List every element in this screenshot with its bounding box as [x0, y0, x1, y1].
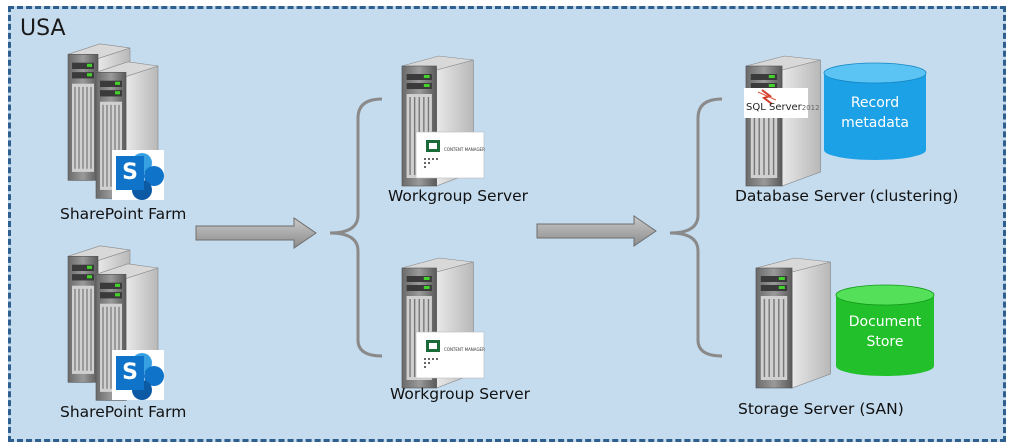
server-tower-icon [755, 257, 832, 389]
document-store-line1: Document [848, 314, 922, 330]
record-metadata-line1: Record [850, 95, 900, 111]
sharepoint-badge: S [122, 160, 138, 185]
database-server-label: Database Server (clustering) [735, 187, 959, 205]
sharepoint-logo-icon [112, 350, 164, 400]
brace-backend [669, 97, 723, 358]
arrow-to-backend [536, 215, 657, 247]
sharepoint-logo-icon [112, 150, 164, 200]
sharepoint-badge: S [122, 360, 138, 385]
document-store-line2: Store [866, 334, 904, 350]
region-label: USA [20, 16, 66, 41]
document-store-cylinder [835, 284, 935, 376]
workgroup-server-2-label: Workgroup Server [390, 385, 531, 403]
sharepoint-farm-1-label: SharePoint Farm [60, 205, 187, 223]
record-metadata-cylinder [823, 62, 927, 160]
sql-server-logo-text: SQL Server2012 [746, 102, 820, 113]
content-manager-label: CONTENT MANAGER [444, 147, 485, 152]
arrow-to-workgroup [195, 217, 317, 249]
server-tower-icon [745, 55, 822, 187]
sql-server-logo-icon [744, 88, 808, 118]
content-manager-icon [415, 331, 485, 379]
storage-server-label: Storage Server (SAN) [738, 400, 904, 418]
brace-workgroup [329, 97, 383, 358]
record-metadata-line2: metadata [841, 115, 909, 131]
sql-server-name: SQL Server [746, 102, 802, 113]
content-manager-label: CONTENT MANAGER [444, 347, 485, 352]
sql-server-version: 2012 [801, 104, 820, 112]
content-manager-icon [415, 131, 485, 179]
document-store-label: Document Store [836, 312, 934, 352]
record-metadata-label: Record metadata [824, 93, 926, 133]
workgroup-server-1-label: Workgroup Server [388, 187, 529, 205]
sharepoint-farm-2-label: SharePoint Farm [60, 403, 187, 421]
